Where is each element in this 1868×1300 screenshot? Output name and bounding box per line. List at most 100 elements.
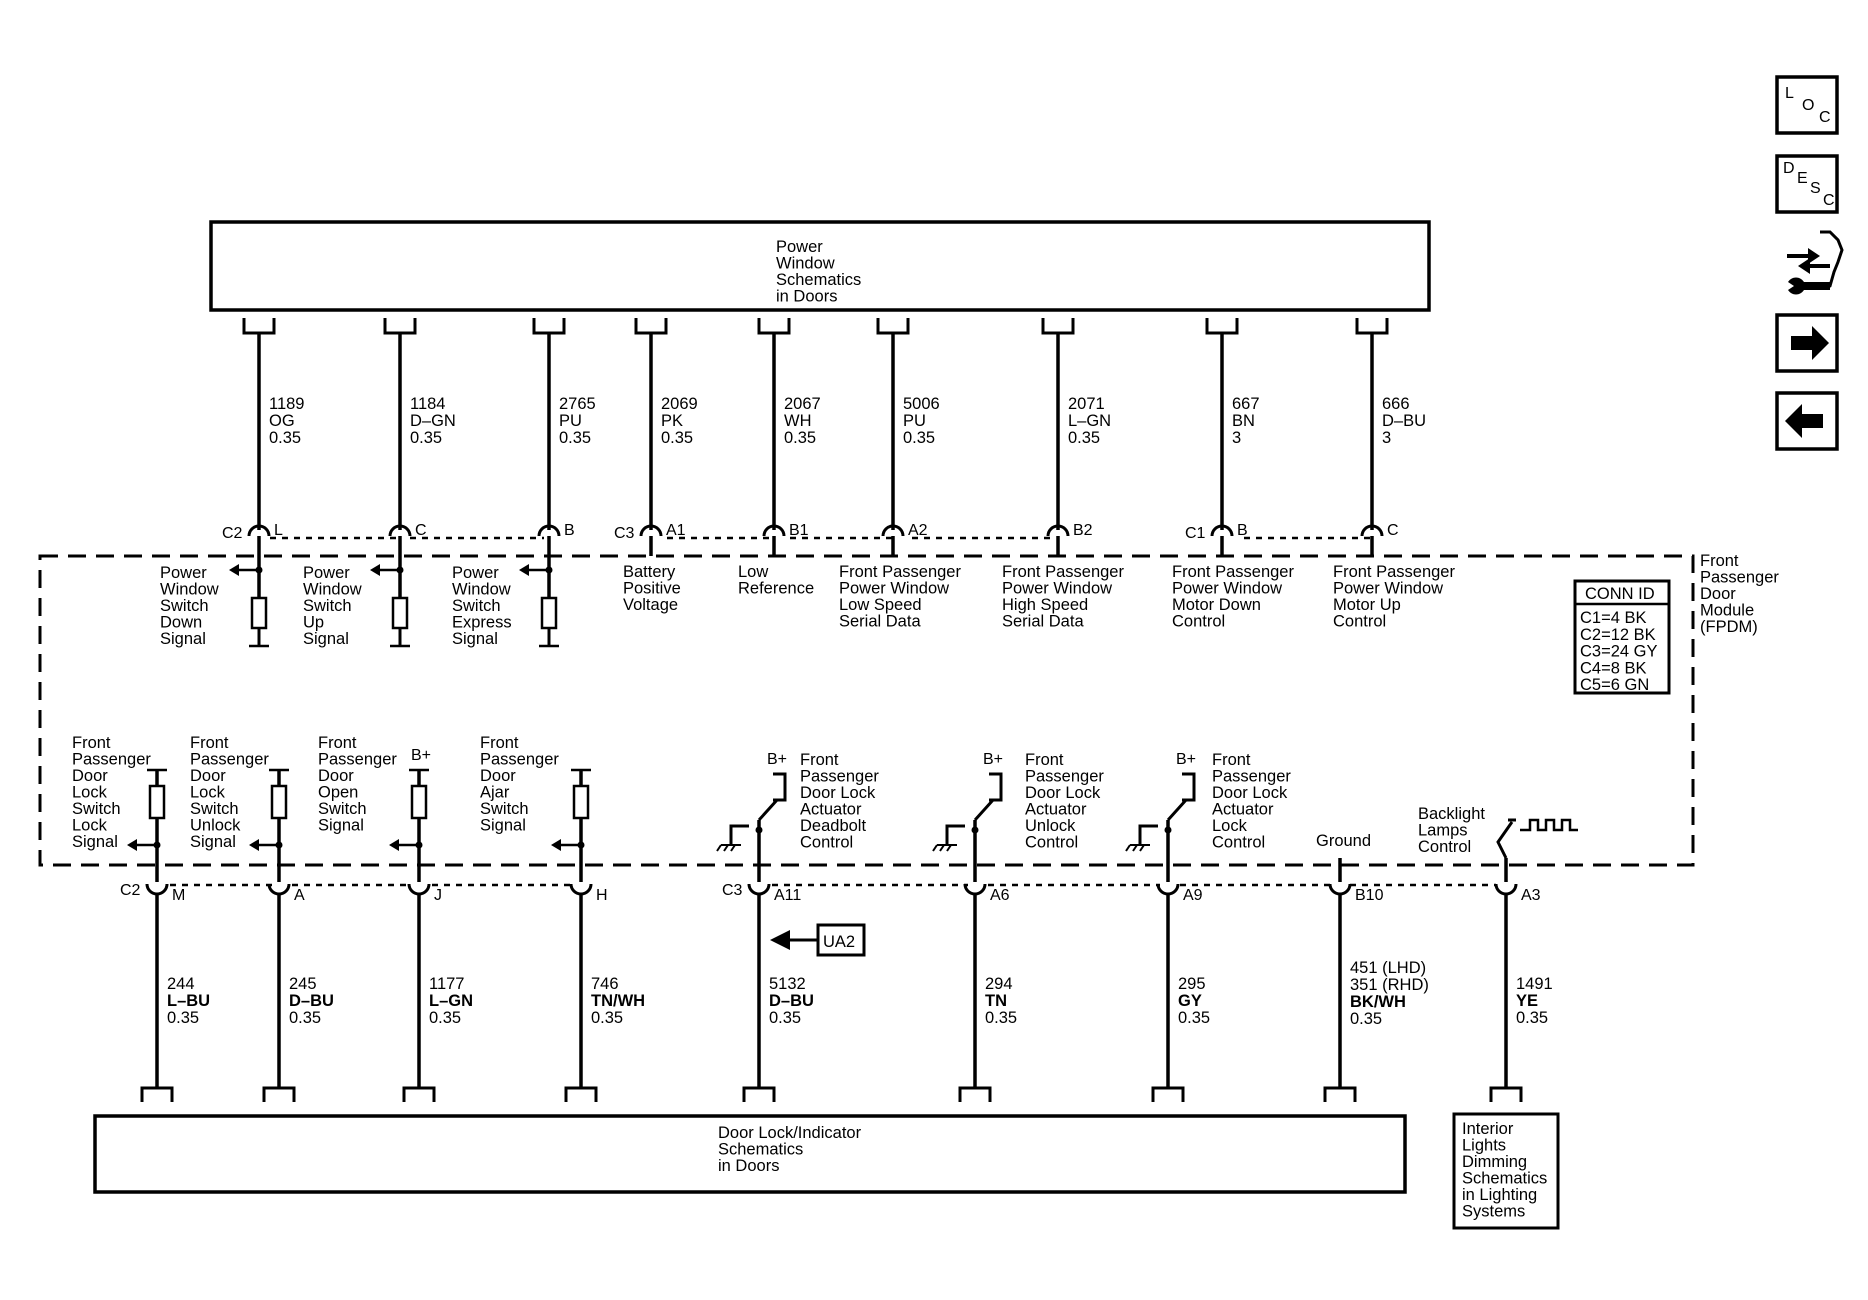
wire-signal-label: Front [1212,751,1251,769]
wire-signal-label: Signal [318,817,364,835]
bottom-wire-746[interactable]: H746TN/WH0.35FrontPassengerDoorAjarSwitc… [480,734,645,1102]
wire-signal-label: Open [318,784,358,802]
wire-circuit-number: 667 [1232,395,1260,413]
wire-gauge: 0.35 [1068,429,1100,447]
wire-signal-label: Front [480,734,519,752]
loc-letter: L [1785,85,1794,102]
wire-signal-label: Express [452,614,512,632]
wire-circuit-number: 1184 [410,395,445,413]
wire-circuit-number: 1491 [1516,975,1553,993]
resistor-symbol [250,596,268,630]
wire-signal-label: Serial Data [839,613,921,631]
pin-id: A9 [1183,887,1203,904]
desc-letter: S [1810,180,1821,197]
wire-signal-label: Lock [72,784,108,802]
wire-signal-label: Window [303,581,362,599]
wire-color: L–GN [1068,412,1111,430]
wire-color: D–BU [1382,412,1426,430]
relay-contact [989,772,1003,802]
terminal [1323,1086,1357,1102]
desc-letter: E [1797,170,1808,187]
junction-dot [755,826,763,834]
wire-gauge: 0.35 [903,429,935,447]
wire-signal-label: Low [738,563,768,581]
power-window-schematics-box[interactable] [209,220,1431,312]
interior-lights-schematics-box[interactable] [1452,1112,1560,1230]
wire-gauge: 0.35 [167,1009,199,1027]
connector-repair-icon[interactable] [1787,230,1844,295]
terminal [876,318,910,335]
wire-color: BK/WH [1350,993,1406,1011]
resistor-symbol [391,596,409,630]
ground-line [1138,824,1158,845]
wire-signal-label: High Speed [1002,596,1088,614]
terminal [564,1086,598,1102]
terminal [1489,1086,1523,1102]
wire-signal-label: Signal [303,630,349,648]
wire-color: L–BU [167,992,210,1010]
side-box-line: Schematics [1462,1170,1547,1188]
loc-button[interactable]: LOC [1775,75,1839,135]
wire-signal-label: Low Speed [839,596,922,614]
module-line: Front [1700,552,1739,570]
wire-signal-label: Passenger [190,751,269,769]
conn-id-row: C4=8 BK [1580,659,1647,677]
side-box-line: Systems [1462,1203,1525,1221]
wire-gauge: 3 [1382,429,1391,447]
top-wire-2765[interactable]: 2765PU0.35BPowerWindowSwitchExpressSigna… [452,318,596,648]
ua2-reference[interactable]: UA2 [770,923,866,957]
bottom-wire-451 (LHD)[interactable]: B10451 (LHD)351 (RHD)BK/WH0.35Ground [1316,832,1429,1102]
pin-arc [1156,883,1180,896]
arrow-left-icon[interactable] [1775,391,1839,451]
wire-signal-label: Serial Data [1002,613,1084,631]
pin-id: M [172,887,185,904]
bottom-wire-245[interactable]: A245D–BU0.35FrontPassengerDoorLockSwitch… [190,734,334,1102]
wire-signal-label: Control [1172,613,1225,631]
wire-signal-label: Motor Up [1333,596,1401,614]
wire-signal-label: Actuator [1212,801,1274,819]
pin-arc [407,883,431,896]
arrow-right-icon[interactable] [1775,313,1839,373]
module-line: (FPDM) [1700,618,1758,636]
wire-signal-label: Front Passenger [839,563,961,581]
wire-color: PK [661,412,683,430]
wire-gauge: 0.35 [1516,1009,1548,1027]
wire-signal-label: Switch [303,597,352,615]
bottom-box-line: in Doors [718,1157,779,1175]
side-box-line: Lights [1462,1137,1506,1155]
wire-signal-label: Power [303,564,350,582]
pin-id: A3 [1521,887,1541,904]
wire-signal-label: Lock [72,817,108,835]
terminal [958,1086,992,1102]
pin-id: A1 [666,522,686,539]
bottom-wire-1177[interactable]: J1177L–GN0.35B+FrontPassengerDoorOpenSwi… [318,734,473,1102]
wire-signal-label: Up [303,614,324,632]
wire-signal-label: Positive [623,580,681,598]
wire-circuit-number: 244 [167,975,195,993]
door-lock-schematics-box[interactable] [93,1114,1407,1194]
terminal [402,1086,436,1102]
b-plus-label: B+ [411,747,431,764]
wire-signal-label: Control [1025,834,1078,852]
resistor-symbol [540,596,558,630]
wire-circuit-number: 5132 [769,975,806,993]
wire-signal-label: Front Passenger [1333,563,1455,581]
conn-id-title: CONN ID [1585,585,1655,603]
loc-letter: C [1819,109,1831,126]
